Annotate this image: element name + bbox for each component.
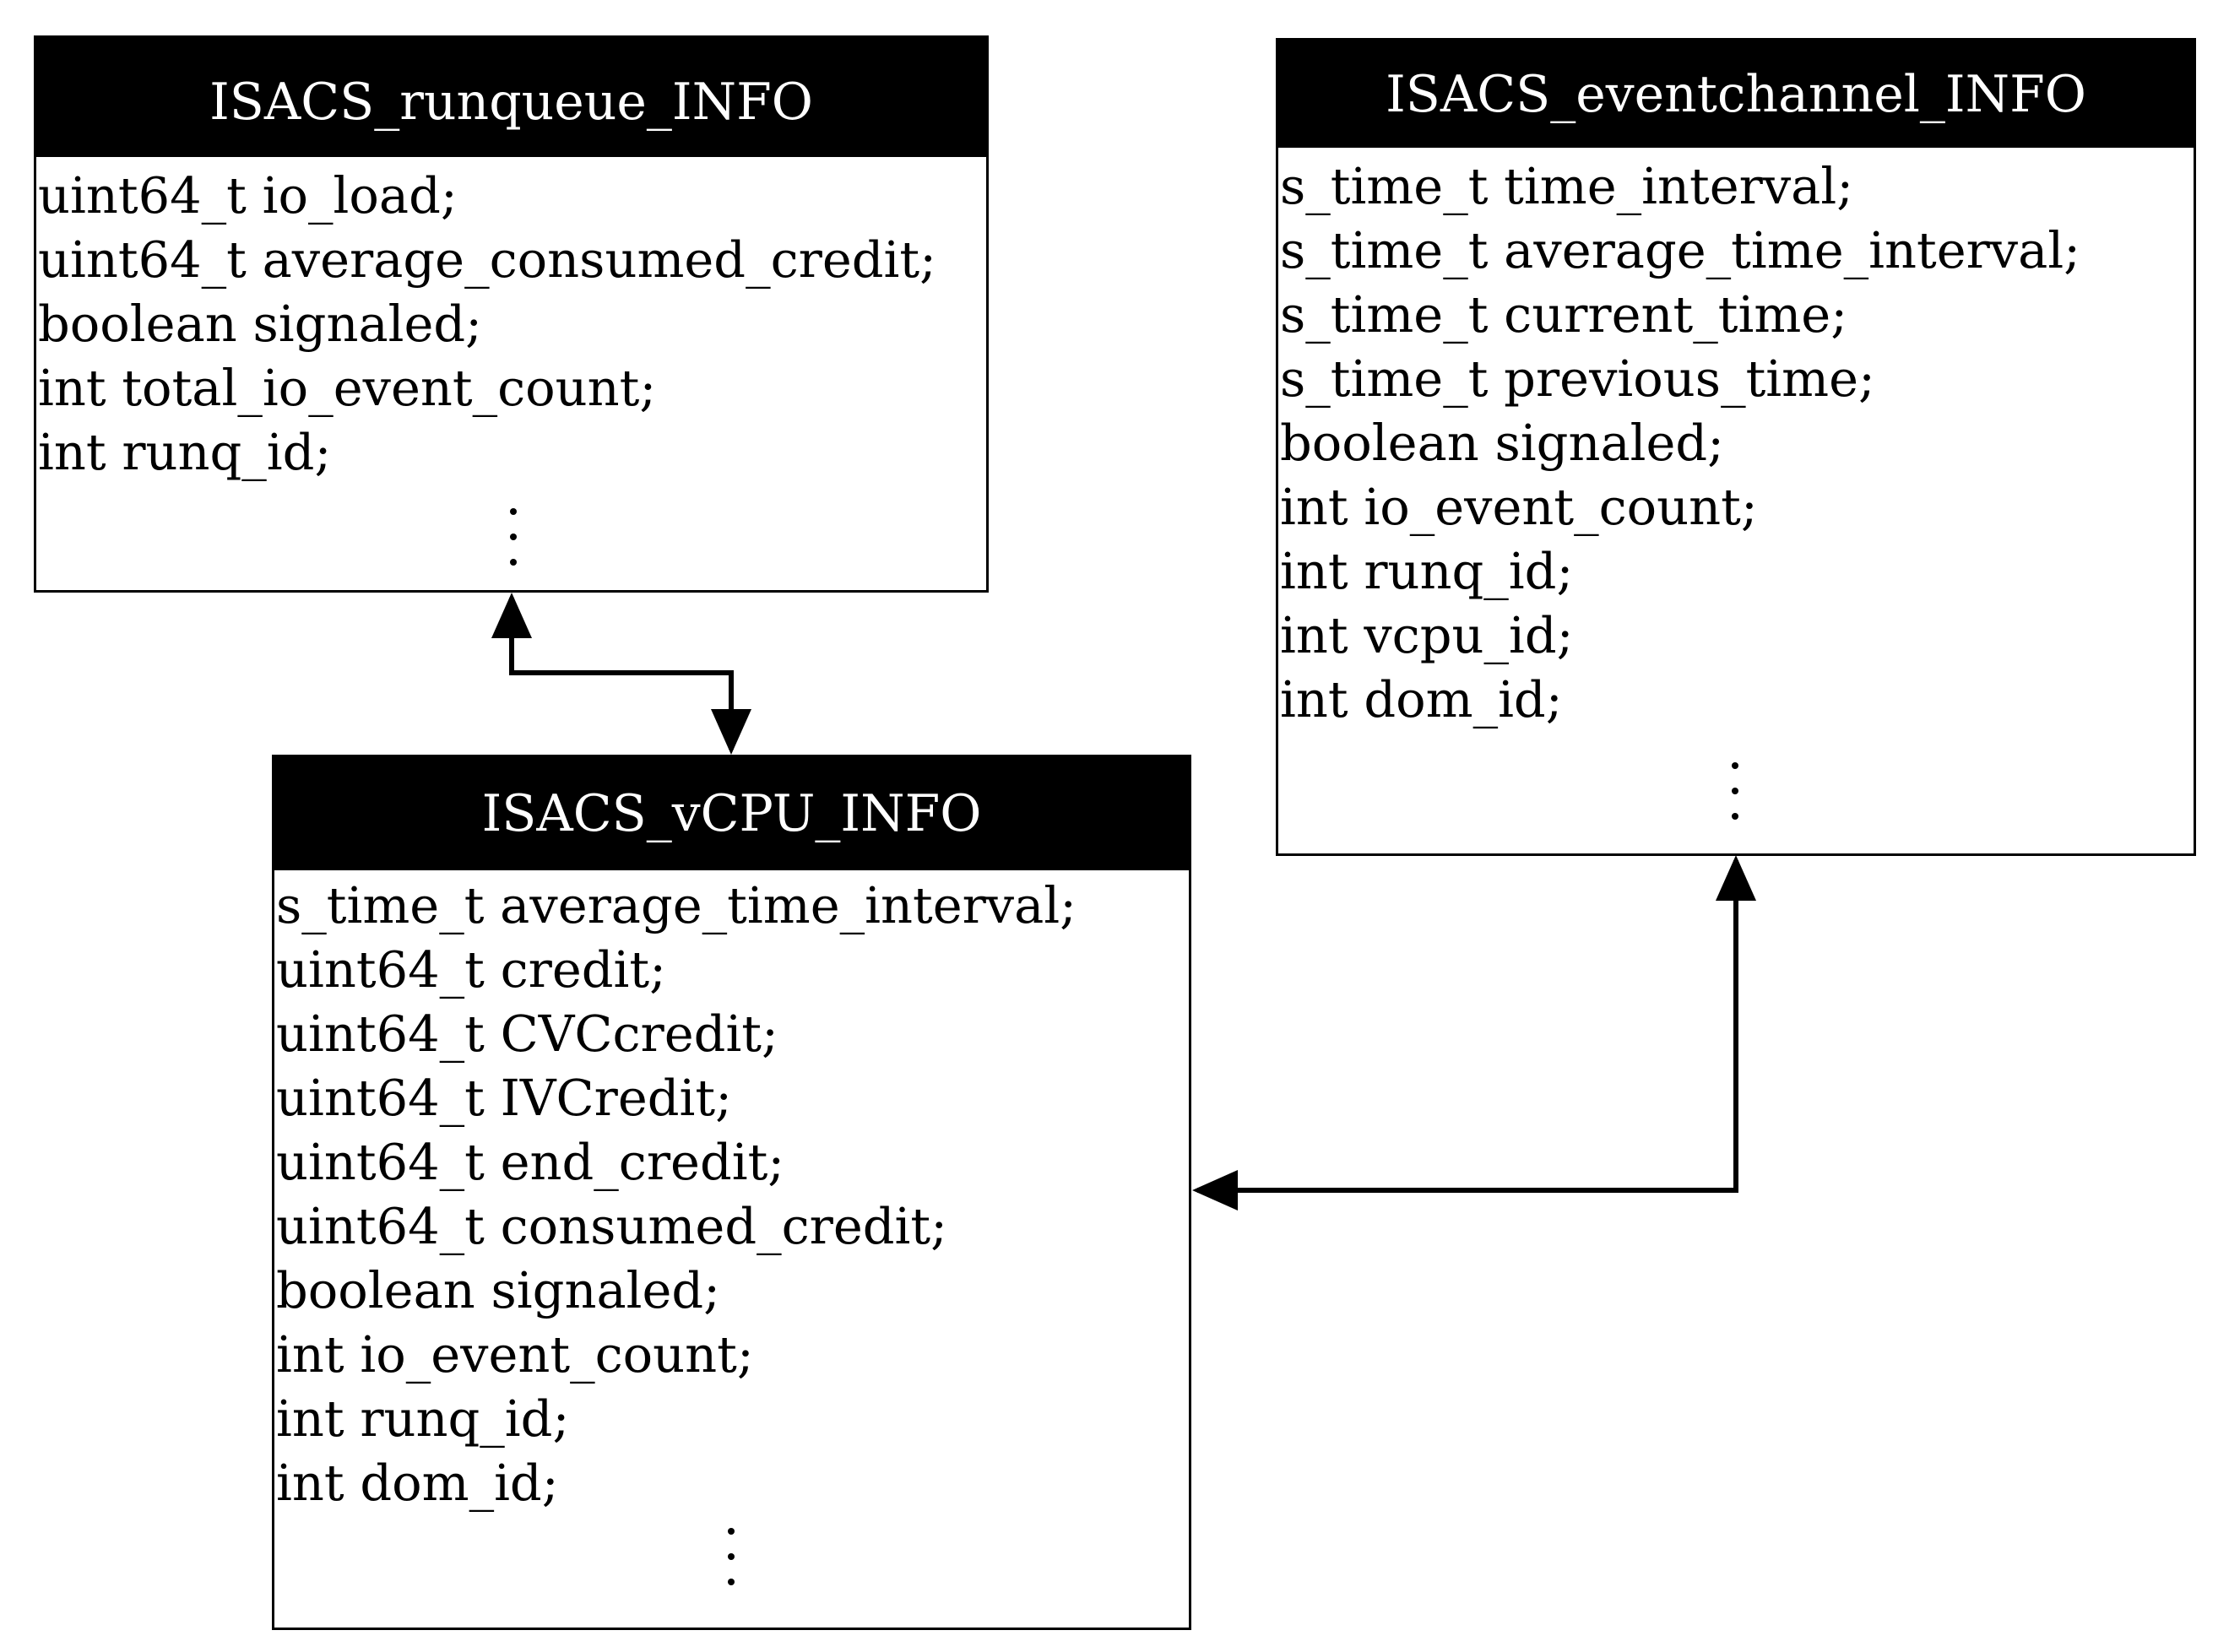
runqueue-info-field-list: uint64_t io_load; uint64_t average_consu… [36, 164, 986, 485]
struct-field: int dom_id; [276, 1454, 559, 1512]
struct-field: int runq_id; [276, 1389, 570, 1448]
struct-field: int vcpu_id; [1280, 606, 1574, 664]
vertical-ellipsis-icon [1732, 762, 1740, 838]
struct-field: s_time_t average_time_interval; [276, 876, 1077, 934]
vcpu-info-struct: ISACS_vCPU_INFO s_time_t average_time_in… [272, 755, 1191, 1630]
struct-field: boolean signaled; [38, 295, 483, 353]
struct-field: uint64_t io_load; [38, 166, 458, 225]
eventchannel-vcpu-connector [1192, 855, 1756, 1211]
struct-field: int runq_id; [38, 423, 332, 481]
struct-field: uint64_t IVCredit; [276, 1069, 733, 1127]
struct-field: int io_event_count; [276, 1325, 754, 1384]
eventchannel-info-struct: ISACS_eventchannel_INFO s_time_t time_in… [1276, 38, 2196, 856]
runqueue-info-struct: ISACS_runqueue_INFO uint64_t io_load; ui… [34, 35, 989, 593]
vertical-ellipsis-icon [510, 508, 518, 584]
struct-field: s_time_t time_interval; [1280, 157, 1854, 215]
struct-field: s_time_t average_time_interval; [1280, 221, 2081, 279]
vertical-ellipsis-icon [728, 1528, 736, 1604]
runqueue-vcpu-connector [491, 593, 751, 755]
struct-field: s_time_t current_time; [1280, 285, 1848, 344]
struct-field: uint64_t consumed_credit; [276, 1197, 947, 1255]
eventchannel-info-title: ISACS_eventchannel_INFO [1278, 41, 2194, 148]
struct-field: uint64_t CVCcredit; [276, 1005, 778, 1063]
eventchannel-info-field-list: s_time_t time_interval; s_time_t average… [1278, 154, 2194, 732]
struct-field: int dom_id; [1280, 670, 1563, 729]
vcpu-info-title: ISACS_vCPU_INFO [274, 757, 1189, 870]
struct-field: boolean signaled; [1280, 414, 1725, 472]
struct-field: s_time_t previous_time; [1280, 349, 1875, 408]
struct-field: boolean signaled; [276, 1261, 721, 1319]
struct-field: uint64_t credit; [276, 940, 667, 999]
vcpu-info-field-list: s_time_t average_time_interval; uint64_t… [274, 874, 1189, 1515]
struct-field: uint64_t end_credit; [276, 1133, 785, 1191]
runqueue-info-title: ISACS_runqueue_INFO [36, 38, 986, 157]
struct-field: int total_io_event_count; [38, 359, 657, 417]
struct-field: uint64_t average_consumed_credit; [38, 230, 936, 289]
struct-field: int runq_id; [1280, 542, 1574, 600]
struct-field: int io_event_count; [1280, 478, 1758, 536]
